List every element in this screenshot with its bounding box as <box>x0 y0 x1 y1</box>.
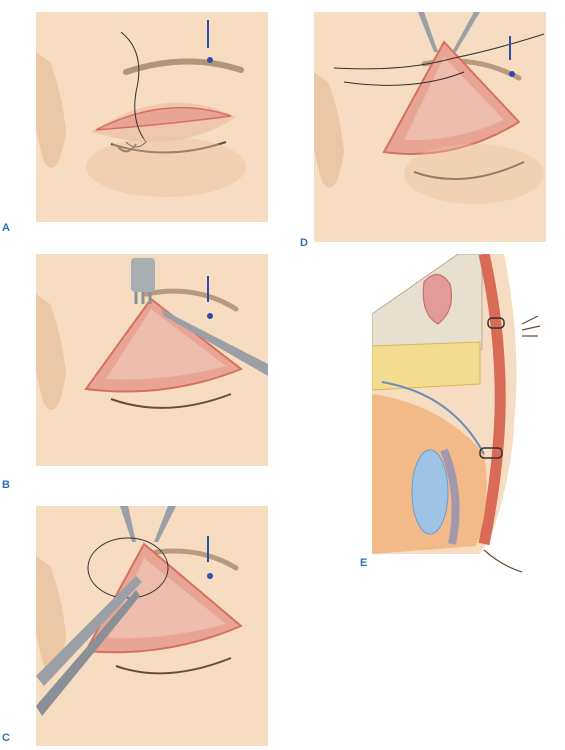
panel-a-illustration <box>36 12 268 222</box>
panel-d-label: D <box>300 237 308 249</box>
ear <box>36 556 66 672</box>
panel-c-label: C <box>2 732 10 744</box>
panel-c <box>36 506 268 746</box>
levator-tissue <box>404 57 504 141</box>
eyebrow-hairs <box>521 315 541 337</box>
lens <box>411 449 449 535</box>
suture-thread <box>333 33 545 70</box>
needle-holder-upper <box>36 576 142 686</box>
orbital-fat <box>372 341 481 391</box>
forceps-right-blade <box>154 506 176 542</box>
panel-c-illustration <box>36 506 268 746</box>
panel-d <box>314 12 546 242</box>
reference-mark-dot <box>207 313 213 319</box>
panel-b <box>36 254 268 466</box>
reference-mark-dot <box>207 57 213 63</box>
suture-loop <box>87 537 169 599</box>
suture-thread-tail <box>343 71 465 86</box>
panel-d-illustration <box>314 12 546 242</box>
forceps-left-blade <box>418 12 438 52</box>
eyelashes <box>110 393 232 409</box>
frontal-sinus <box>422 273 453 325</box>
suture-thread <box>120 31 147 148</box>
eyelash <box>483 549 523 573</box>
forceps <box>161 309 268 376</box>
ear <box>36 52 66 168</box>
eyebrow <box>143 548 239 571</box>
panel-b-illustration <box>36 254 268 466</box>
panel-e-label: E <box>360 557 368 569</box>
lower-lid-fold <box>404 144 544 204</box>
eyelashes <box>115 657 232 675</box>
eyelashes <box>110 141 227 154</box>
iris <box>440 448 460 545</box>
needle-holder-lower <box>36 590 140 716</box>
eyebrow <box>143 288 239 312</box>
panel-a <box>36 12 268 222</box>
panel-e <box>372 254 552 574</box>
skin-incision <box>95 106 232 131</box>
suture-lower <box>479 447 503 459</box>
levator-aponeurosis <box>381 381 485 455</box>
ear <box>314 72 344 188</box>
orbicularis-muscle <box>478 254 506 546</box>
suture-upper <box>487 317 505 329</box>
forceps-right-blade <box>452 12 480 52</box>
forceps-left-blade <box>120 506 136 542</box>
reference-mark-dot <box>207 573 213 579</box>
reference-mark-dot <box>509 71 515 77</box>
panel-a-label: A <box>2 222 10 234</box>
panel-b-label: B <box>2 479 10 491</box>
skin-hook-retractor <box>131 258 155 292</box>
ear <box>36 294 66 410</box>
lower-lid-fold <box>86 137 246 197</box>
panel-e-illustration <box>372 254 541 573</box>
suture-needle <box>117 143 137 153</box>
eyelashes <box>413 161 525 181</box>
levator-tissue <box>106 309 226 380</box>
